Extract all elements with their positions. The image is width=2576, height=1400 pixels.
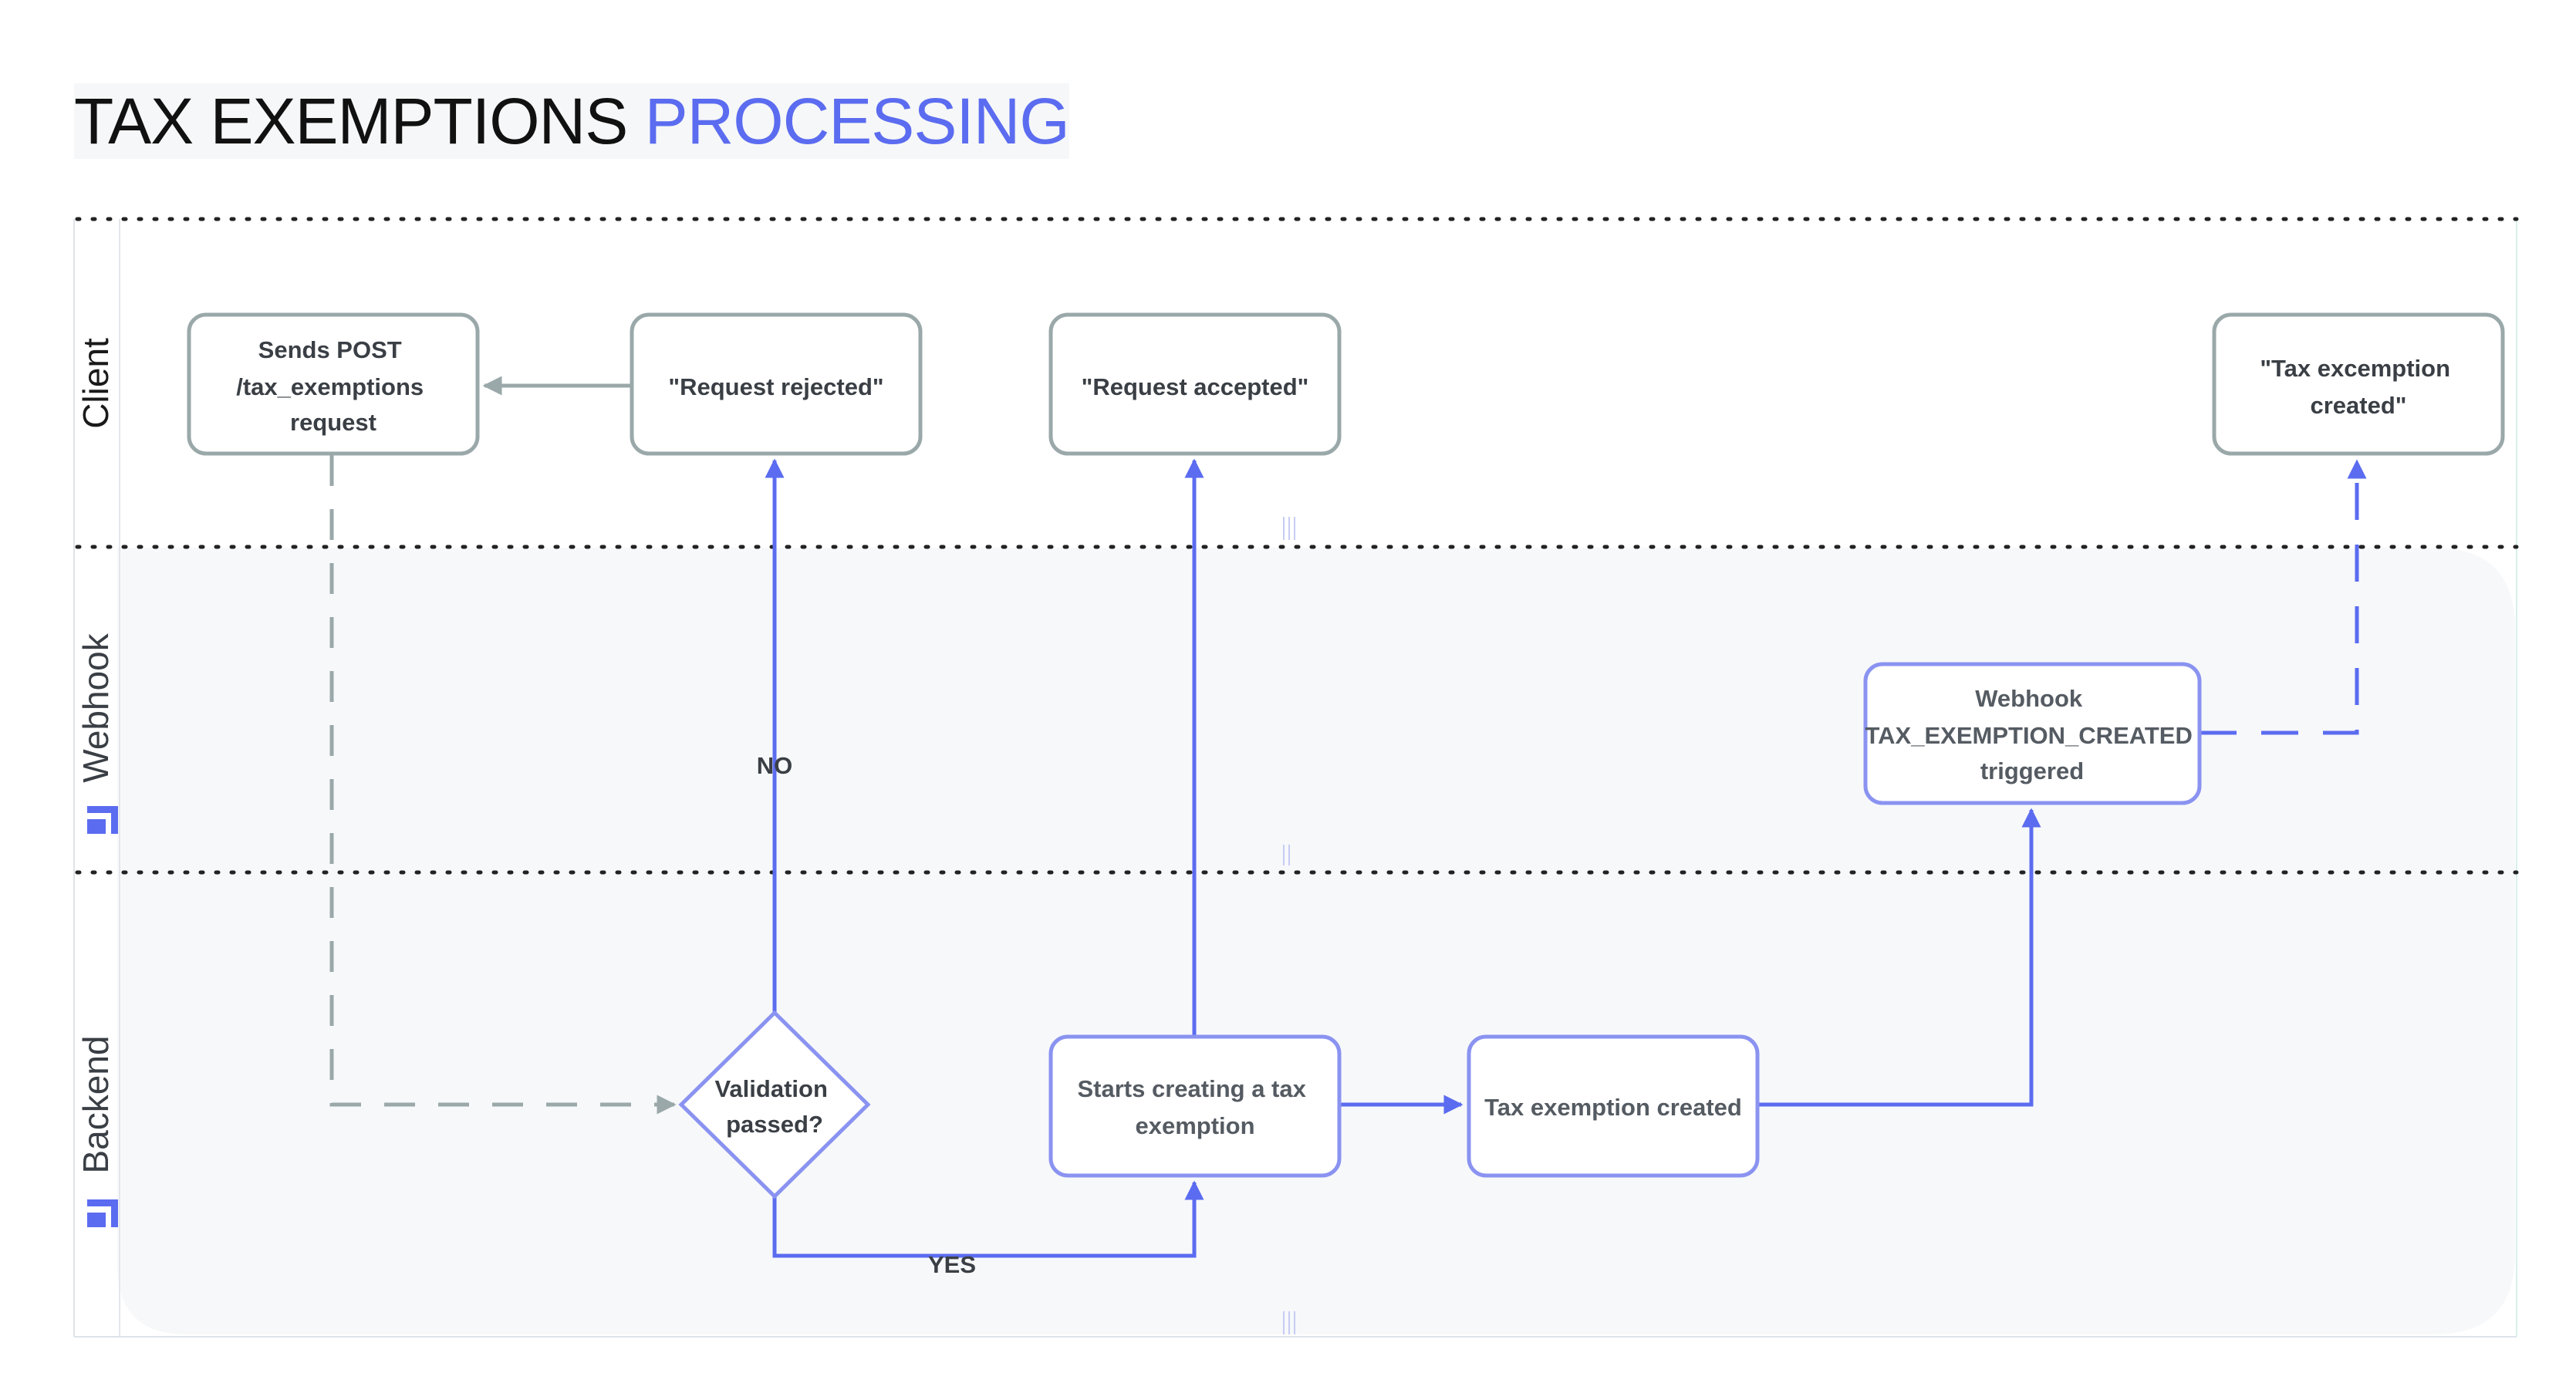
node-request-accepted: "Request accepted" (1048, 312, 1342, 456)
svg-text:"Request accepted": "Request accepted" (1082, 373, 1309, 400)
edge-label-yes: YES (928, 1251, 976, 1278)
separator-ticks (1283, 517, 1295, 1334)
svg-text:Sends POST /tax_exemptio: Sends POST /tax_exemptions request (236, 336, 430, 436)
title-part-2: PROCESSING (644, 85, 1070, 157)
node-request-rejected: "Request rejected" (630, 312, 923, 456)
lane-label-client: Client (76, 338, 116, 429)
edge-created-to-webhook (1757, 808, 2041, 1107)
svg-text:Starts creating a tax ex: Starts creating a tax exemption (1078, 1075, 1313, 1139)
node-tax-excemption-created-client: "Tax excemption created" (2212, 312, 2505, 456)
lane-label-backend: Backend (76, 1035, 116, 1173)
node-webhook-triggered: Webhook TAX_EXEMPTION_CREATED triggered (1863, 662, 2202, 805)
node-tax-exemption-created: Tax exemption created (1467, 1034, 1760, 1178)
edge-post-to-validation (329, 455, 677, 1115)
edge-webhook-to-client (2200, 459, 2367, 735)
svg-text:Tax exemption created: Tax exemption created (1484, 1094, 1742, 1121)
node-starts-creating: Starts creating a tax exemption (1048, 1034, 1342, 1178)
diagram-title: TAX EXEMPTIONS PROCESSING (74, 83, 1070, 159)
webhook-lane-icon (87, 806, 118, 834)
edge-label-no: NO (757, 752, 793, 779)
title-part-1: TAX EXEMPTIONS (74, 85, 628, 157)
node-validation-decision: Validation passed? (678, 1010, 871, 1199)
svg-text:"Tax excemption created": "Tax excemption created" (2260, 355, 2456, 419)
edge-validation-yes (772, 1180, 1204, 1258)
svg-text:"Request rejected": "Request rejected" (668, 373, 883, 400)
svg-text:Validation passed?: Validation passed? (714, 1075, 834, 1138)
backend-lane-icon (87, 1199, 118, 1227)
svg-text:Webhook TAX_EXEMPTION_CR: Webhook TAX_EXEMPTION_CREATED triggered (1865, 685, 2200, 784)
node-sends-post: Sends POST /tax_exemptions request (187, 312, 480, 456)
lane-label-webhook: Webhook (76, 633, 116, 783)
